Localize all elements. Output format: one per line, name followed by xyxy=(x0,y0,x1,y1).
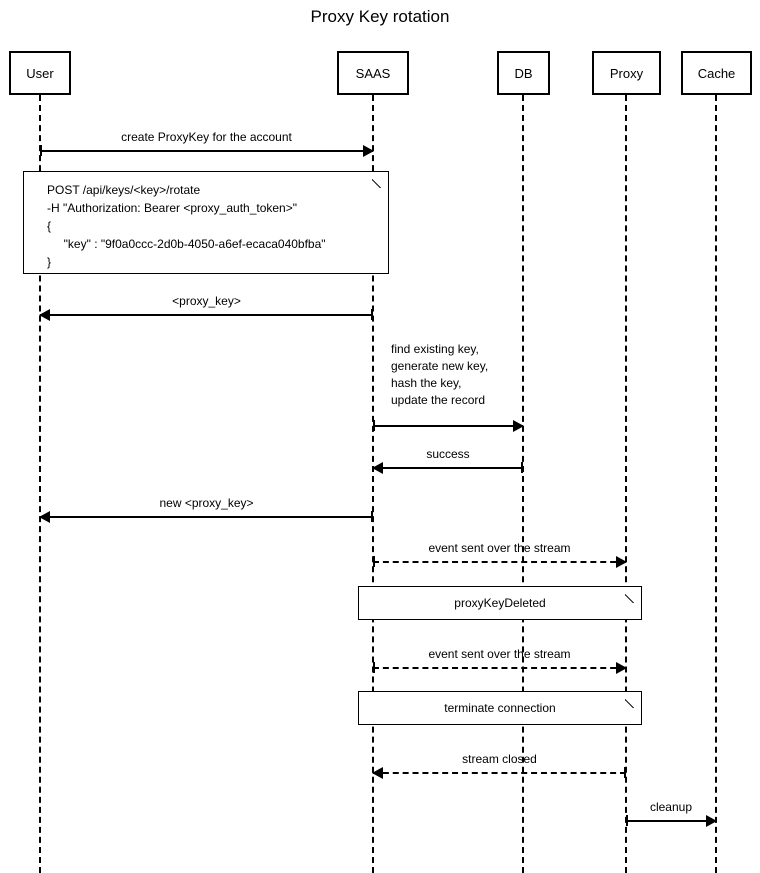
note-label: proxyKeyDeleted xyxy=(454,596,546,610)
message-shaft xyxy=(40,314,373,316)
participant-user[interactable]: User xyxy=(9,51,71,95)
participant-cache[interactable]: Cache xyxy=(681,51,752,95)
self-note-line: find existing key, xyxy=(391,342,479,356)
message-shaft xyxy=(40,516,373,518)
lifeline-user xyxy=(39,95,41,873)
self-note-line: generate new key, xyxy=(391,359,489,373)
arrowhead-icon xyxy=(363,145,374,157)
page-title: Proxy Key rotation xyxy=(310,7,450,26)
self-note-line: update the record xyxy=(391,393,486,407)
arrowhead-icon xyxy=(513,420,524,432)
note-line: POST /api/keys/<key>/rotate xyxy=(47,183,201,197)
arrowhead-icon xyxy=(706,815,717,827)
message-label: new <proxy_key> xyxy=(159,496,254,510)
note-line: { xyxy=(47,219,52,233)
message-label: stream closed xyxy=(462,752,537,766)
note-body: POST /api/keys/<key>/rotate -H "Authoriza… xyxy=(24,172,388,271)
lifeline-proxy xyxy=(625,95,627,873)
message-shaft xyxy=(373,425,523,427)
message-label: event sent over the stream xyxy=(428,647,571,661)
lifeline-saas xyxy=(372,95,374,873)
message-label: <proxy_key> xyxy=(172,294,241,308)
participant-saas[interactable]: SAAS xyxy=(337,51,409,95)
arrowhead-icon xyxy=(372,462,383,474)
note-fold-corner-icon xyxy=(372,172,388,188)
arrowhead-icon xyxy=(372,767,383,779)
note-line: } xyxy=(47,255,52,269)
note-note-request: POST /api/keys/<key>/rotate -H "Authoriza… xyxy=(23,171,389,274)
note-line: "key" : "9f0a0ccc-2d0b-4050-a6ef-ecaca04… xyxy=(47,237,326,251)
participant-label: Cache xyxy=(697,65,736,81)
note-line: -H "Authorization: Bearer <proxy_auth_to… xyxy=(47,201,297,215)
arrowhead-icon xyxy=(39,511,50,523)
lifeline-cache xyxy=(715,95,717,873)
arrowhead-icon xyxy=(39,309,50,321)
message-label: success xyxy=(426,447,470,461)
arrowhead-icon xyxy=(616,662,627,674)
message-shaft xyxy=(626,820,716,822)
participant-label: User xyxy=(26,65,54,81)
message-shaft xyxy=(373,467,523,469)
message-label: cleanup xyxy=(649,800,693,814)
message-shaft xyxy=(373,667,626,669)
arrowhead-icon xyxy=(616,556,627,568)
message-label: create ProxyKey for the account xyxy=(121,130,292,144)
note-label: terminate connection xyxy=(444,701,556,715)
self-note-saas-processing-note: find existing key, generate new key, hash … xyxy=(391,341,488,409)
message-shaft xyxy=(40,150,373,152)
participant-db[interactable]: DB xyxy=(497,51,550,95)
participant-label: DB xyxy=(514,65,533,81)
lifeline-db xyxy=(522,95,524,873)
participant-label: Proxy xyxy=(609,65,644,81)
participant-proxy[interactable]: Proxy xyxy=(592,51,661,95)
note-note-terminate-connection: terminate connection xyxy=(358,691,642,725)
note-fold-corner-icon xyxy=(625,587,641,603)
message-label: event sent over the stream xyxy=(428,541,571,555)
self-note-line: hash the key, xyxy=(391,376,462,390)
note-fold-corner-icon xyxy=(625,692,641,708)
message-shaft xyxy=(373,561,626,563)
participant-label: SAAS xyxy=(355,65,391,81)
message-shaft xyxy=(373,772,626,774)
note-note-proxy-key-deleted: proxyKeyDeleted xyxy=(358,586,642,620)
